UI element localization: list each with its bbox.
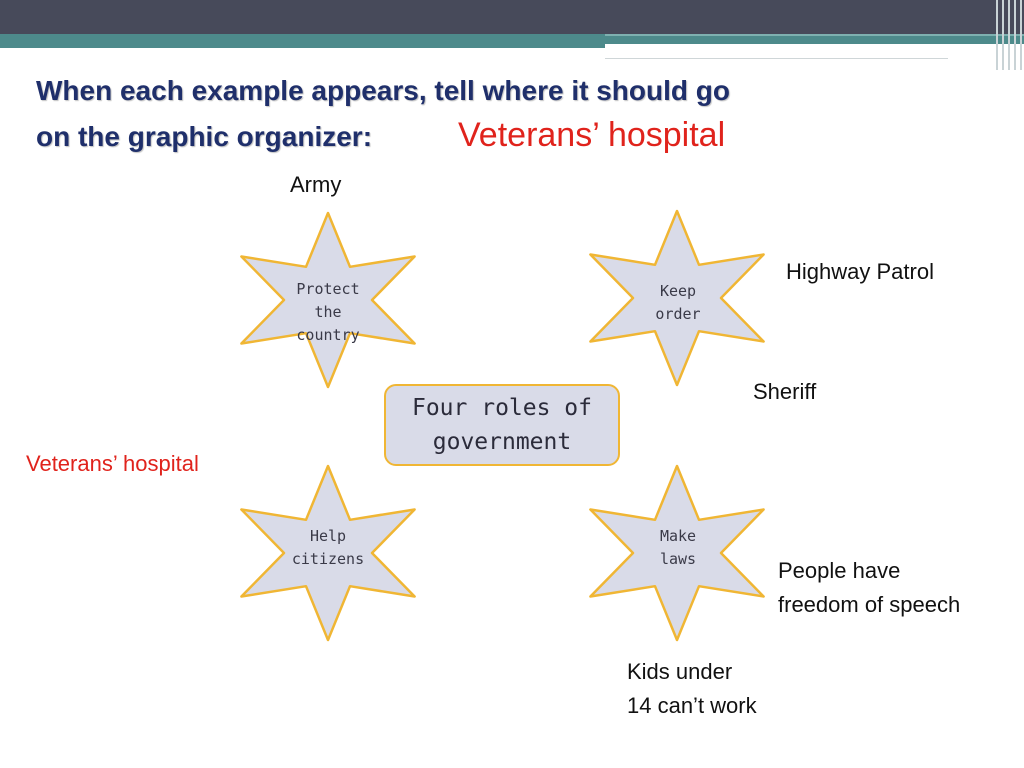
slide-title-line1: When each example appears, tell where it… [36,75,730,106]
star-make-laws [589,464,765,642]
header-stripes [992,0,1024,70]
center-label-line1: Four roles of [411,395,592,421]
header-divider [605,58,948,59]
star-protect-the-country [240,211,416,389]
center-box-four-roles: Four roles of government [384,384,620,466]
current-example: Veterans’ hospital [458,116,726,154]
star-help-citizens [240,464,416,642]
slide-title: When each example appears, tell where it… [36,68,916,160]
example-veterans-hospital: Veterans’ hospital [26,451,199,476]
slide-title-line2: on the graphic organizer: [36,121,373,152]
center-label-line2: government [432,429,572,455]
example-highway-patrol: Highway Patrol [786,259,934,284]
example-army: Army [290,172,342,197]
star-keep-order [589,209,765,387]
header-teal-bar [0,34,1024,48]
header-dark-bar [0,0,1024,34]
example-sheriff: Sheriff [753,379,817,404]
